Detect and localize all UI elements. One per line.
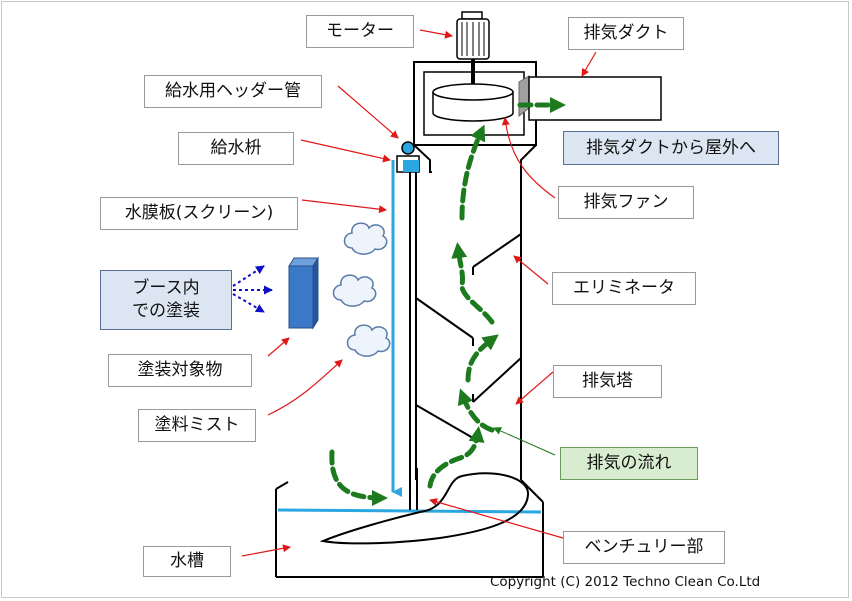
motor-pointer xyxy=(419,29,453,39)
flow-arrow-inlet xyxy=(329,449,388,506)
water-surface xyxy=(277,508,542,514)
exhaust-tower-shape xyxy=(413,144,544,577)
exhaust-duct-shape xyxy=(528,76,662,121)
eliminator-baffles xyxy=(415,233,522,439)
mist-cloud-3 xyxy=(346,324,391,357)
paint-mist-pointer xyxy=(267,359,343,416)
flow-arrow-top xyxy=(459,124,486,221)
exhaust-fan-shape xyxy=(432,59,514,122)
venturi-pointer xyxy=(429,498,564,539)
paint-mist-clouds xyxy=(332,222,391,357)
painted-object-label: 塗装対象物 xyxy=(108,354,252,387)
booth-painting-line-1: ブース内 xyxy=(132,278,200,299)
booth-painting-label: ブース内 での塗装 xyxy=(100,270,232,330)
water-screen-pointer xyxy=(301,199,387,214)
exhaust-tower-pointer xyxy=(515,371,554,405)
water-tank-label: 水槽 xyxy=(143,546,231,577)
exhaust-duct-label: 排気ダクト xyxy=(568,17,684,50)
exhaust-tower-label: 排気塔 xyxy=(553,365,662,398)
flow-arrow-venturi xyxy=(427,426,485,489)
exhaust-flow-arrows xyxy=(329,97,566,506)
supply-basin-pointer xyxy=(300,139,391,163)
flow-label-pointer xyxy=(493,427,556,456)
water-tank-pointer xyxy=(241,544,291,557)
supply-header-label: 給水用ヘッダー管 xyxy=(144,75,322,108)
callout-arrows xyxy=(241,29,597,557)
exhaust-fan-pointer xyxy=(501,117,556,199)
paint-mist-label: 塗料ミスト xyxy=(138,409,256,442)
mist-cloud-1 xyxy=(343,222,388,255)
flow-arrow-upper xyxy=(451,242,495,325)
copyright-text: Copyright (C) 2012 Techno Clean Co.Ltd xyxy=(490,574,761,590)
water-screen-shape xyxy=(391,141,420,510)
motor-shape xyxy=(456,11,490,60)
booth-painting-line-2: での塗装 xyxy=(132,301,200,321)
eliminator-pointer xyxy=(513,255,549,285)
water-tank-shape xyxy=(275,481,543,578)
mist-cloud-2 xyxy=(332,274,377,307)
supply-header-pipe xyxy=(401,141,415,155)
duct-outdoor-label: 排気ダクトから屋外へ xyxy=(563,131,779,165)
exhaust-duct-pointer xyxy=(581,51,597,77)
venturi-label: ベンチュリー部 xyxy=(563,531,725,564)
painted-object-pointer xyxy=(267,337,290,357)
supply-header-pointer xyxy=(337,85,399,139)
spray-arrows xyxy=(232,265,273,313)
eliminator-label: エリミネータ xyxy=(552,272,696,305)
exhaust-flow-label: 排気の流れ xyxy=(560,447,698,480)
exhaust-fan-label: 排気ファン xyxy=(558,186,694,219)
water-screen-label: 水膜板(スクリーン) xyxy=(100,197,298,230)
flow-arrow-middle xyxy=(465,334,499,383)
motor-label: モーター xyxy=(306,15,414,48)
painted-object-shape xyxy=(288,256,319,330)
venturi-plate xyxy=(319,472,530,545)
supply-basin-label: 給水枡 xyxy=(178,132,294,165)
flow-arrow-lower xyxy=(457,388,495,433)
